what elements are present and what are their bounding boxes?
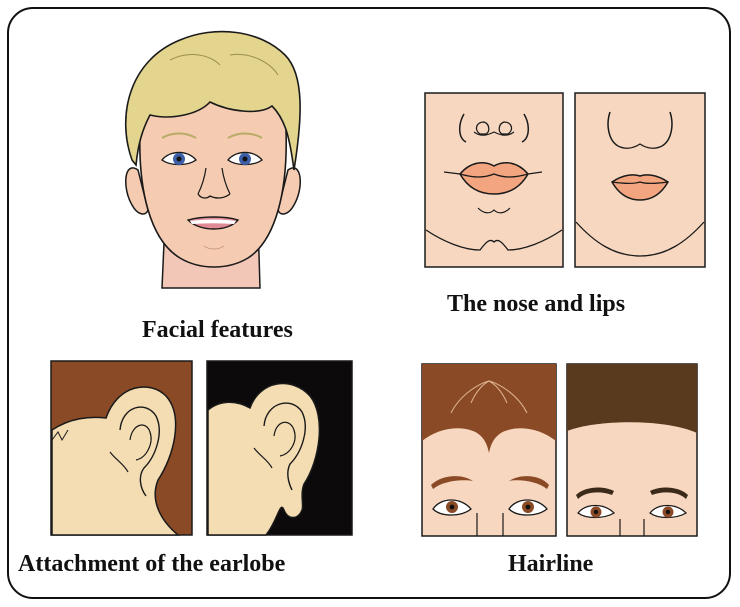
hairline-panel-widows-peak	[421, 363, 557, 537]
caption-facial-features: Facial features	[142, 318, 293, 342]
caption-nose-and-lips: The nose and lips	[447, 292, 625, 316]
caption-attachment-of-the-earlobe: Attachment of the earlobe	[18, 552, 285, 576]
nose-lips-panel-right	[574, 92, 706, 268]
caption-hairline: Hairline	[508, 552, 593, 576]
ear-panel-attached	[50, 360, 193, 536]
ear-panel-free	[206, 360, 353, 536]
boy-face-illustration	[110, 20, 320, 310]
hairline-panel-straight	[566, 363, 698, 537]
nose-lips-panel-left	[424, 92, 564, 268]
